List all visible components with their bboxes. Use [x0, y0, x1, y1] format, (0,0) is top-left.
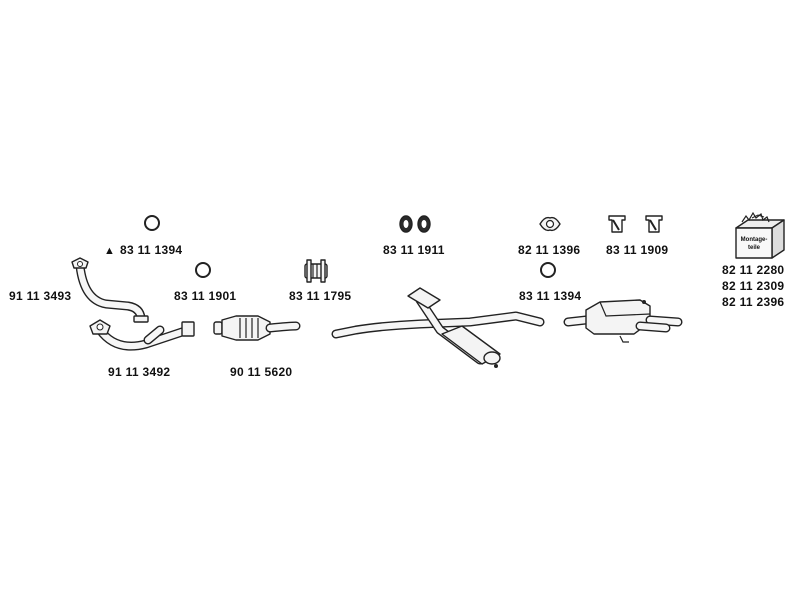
part-number-label: 82 11 2280 [722, 263, 784, 277]
rear-silencer-part [563, 299, 683, 343]
triangle-marker-icon: ▲ [104, 245, 115, 257]
part-number-label: 83 11 1909 [606, 243, 668, 257]
part-number-label: 83 11 1394 [120, 243, 182, 257]
mounting-bracket-icon [608, 215, 663, 233]
gasket-ring-icon [195, 262, 211, 278]
middle-silencer-part [331, 287, 545, 368]
part-number-label: 91 11 3493 [9, 289, 71, 303]
part-number-label: 83 11 1901 [174, 289, 236, 303]
front-downpipe-part [71, 257, 149, 323]
mounting-kit-box-icon: Montage- teile [735, 211, 785, 259]
rubber-hanger-icon [399, 215, 431, 233]
mounting-kit-label-line1: Montage- [741, 237, 768, 243]
part-number-label: 91 11 3492 [108, 365, 170, 379]
gasket-ring-icon [144, 215, 160, 231]
part-number-label: 82 11 2396 [722, 295, 784, 309]
catalytic-converter-part [213, 315, 301, 341]
gasket-ring-icon [540, 262, 556, 278]
part-number-label: 82 11 1396 [518, 243, 580, 257]
part-number-label: 90 11 5620 [230, 365, 292, 379]
part-number-label: 83 11 1911 [383, 243, 445, 257]
part-number-label: 83 11 1795 [289, 289, 351, 303]
pipe-clamp-icon [304, 259, 328, 283]
flange-gasket-icon [539, 216, 561, 232]
part-number-label: 82 11 2309 [722, 279, 784, 293]
downpipe-y-section-part [89, 319, 195, 351]
mounting-kit-label-line2: teile [748, 245, 761, 251]
part-number-label: 83 11 1394 [519, 289, 581, 303]
